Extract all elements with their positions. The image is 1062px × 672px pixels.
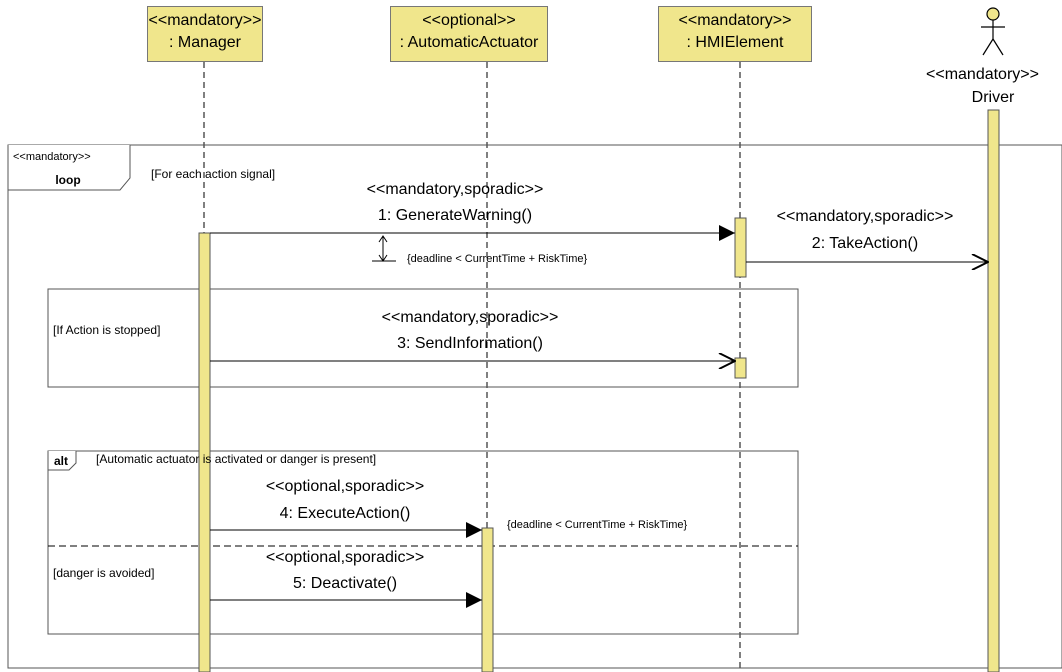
manager-name: : Manager (168, 34, 242, 51)
warning-deadline-constraint: {deadline < CurrentTime + RiskTime} (407, 253, 588, 265)
message-2-label: 2: TakeAction() (811, 235, 919, 252)
message-1-label: 1: GenerateWarning() (377, 207, 533, 224)
loop-frame (7, 144, 1062, 669)
hmi-activation-1 (734, 217, 747, 278)
lifeline-head-automatic-actuator[interactable]: <<optional>> : AutomaticActuator (390, 6, 548, 62)
loop-guard: [For each action signal] (151, 167, 276, 181)
driver-name: Driver (971, 89, 1015, 106)
driver-stereotype: <<mandatory>> (926, 66, 1039, 83)
actuator-name: : AutomaticActuator (399, 34, 539, 51)
driver-actor-icon (981, 7, 1005, 56)
manager-activation (198, 232, 211, 672)
opt-fragment-frame (47, 288, 799, 388)
actuator-stereotype: <<optional>> (422, 12, 516, 29)
alt-fragment-tab (47, 451, 77, 471)
alt-fragment-frame (47, 450, 799, 635)
hmi-activation-2 (734, 357, 747, 379)
message-5-stereotype: <<optional,sporadic>> (265, 549, 425, 566)
message-3-stereotype: <<mandatory,sporadic>> (381, 309, 559, 326)
message-1-stereotype: <<mandatory,sporadic>> (366, 181, 544, 198)
opt-guard: [If Action is stopped] (53, 323, 161, 337)
loop-operator: loop (55, 173, 81, 187)
alt-operator: alt (54, 454, 69, 468)
driver-activation (987, 109, 1000, 672)
loop-frame-tab (7, 145, 131, 191)
duration-constraint-marker (372, 235, 396, 262)
alt-guard-1: [Automatic actuator is activated or dang… (96, 452, 377, 466)
hmi-name: : HMIElement (686, 34, 784, 51)
lifeline-head-manager[interactable]: <<mandatory>> : Manager (147, 6, 263, 62)
loop-stereotype: <<mandatory>> (13, 151, 91, 163)
manager-stereotype: <<mandatory>> (148, 12, 262, 29)
alt-guard-2: [danger is avoided] (53, 566, 155, 580)
message-2-stereotype: <<mandatory,sporadic>> (776, 208, 954, 225)
execute-deadline-constraint: {deadline < CurrentTime + RiskTime} (507, 519, 688, 531)
actuator-activation (481, 527, 494, 672)
message-5-label: 5: Deactivate() (292, 575, 398, 592)
message-3-label: 3: SendInformation() (397, 335, 543, 352)
lifeline-head-hmi-element[interactable]: <<mandatory>> : HMIElement (658, 6, 812, 62)
message-4-stereotype: <<optional,sporadic>> (265, 478, 425, 495)
message-4-label: 4: ExecuteAction() (279, 505, 411, 522)
hmi-stereotype: <<mandatory>> (678, 12, 792, 29)
